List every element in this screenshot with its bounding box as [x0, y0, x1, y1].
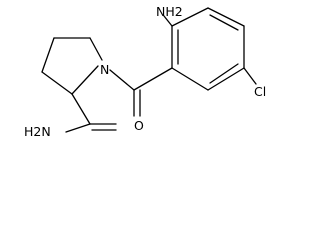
bond-ring-amine — [163, 15, 173, 27]
bond-ring-c6-c1 — [171, 67, 209, 91]
bond-ring-c3-c4 — [207, 7, 245, 27]
bond-n-carbonyl-carbon — [109, 69, 135, 91]
substituent-bonds — [163, 15, 257, 85]
carboxamide-group — [65, 93, 117, 133]
bond-c3-c4 — [41, 37, 55, 73]
carbonyl-linker — [109, 67, 173, 117]
bond-ring-c5-c6 — [207, 67, 245, 91]
bond-ring-inner-3 — [209, 63, 239, 84]
bond-c2-c3 — [41, 71, 73, 95]
atom-label-ring-nitrogen: N — [100, 62, 109, 77]
benzene-ring — [171, 7, 245, 91]
bond-ring-inner-2 — [209, 14, 239, 31]
bond-ring-chlorine — [243, 67, 257, 85]
atom-label-carbonyl-oxygen: O — [134, 118, 144, 133]
bond-c2-amide-carbon — [71, 93, 91, 125]
bond-carbonyl-carbon-ring — [133, 67, 173, 91]
molecule-structure: NH2 N Cl O H2N — [24, 4, 266, 139]
bond-n-c2 — [71, 65, 99, 95]
bond-amide-carbon-nitrogen — [65, 123, 91, 133]
bond-ring-c2-c3 — [171, 7, 209, 27]
pyrrolidine-ring — [41, 37, 103, 95]
bond-c5-n — [89, 37, 103, 61]
atom-label-amide-nitrogen: H2N — [24, 124, 51, 139]
atom-label-chlorine: Cl — [254, 84, 266, 99]
atom-label-amine: NH2 — [156, 4, 183, 19]
